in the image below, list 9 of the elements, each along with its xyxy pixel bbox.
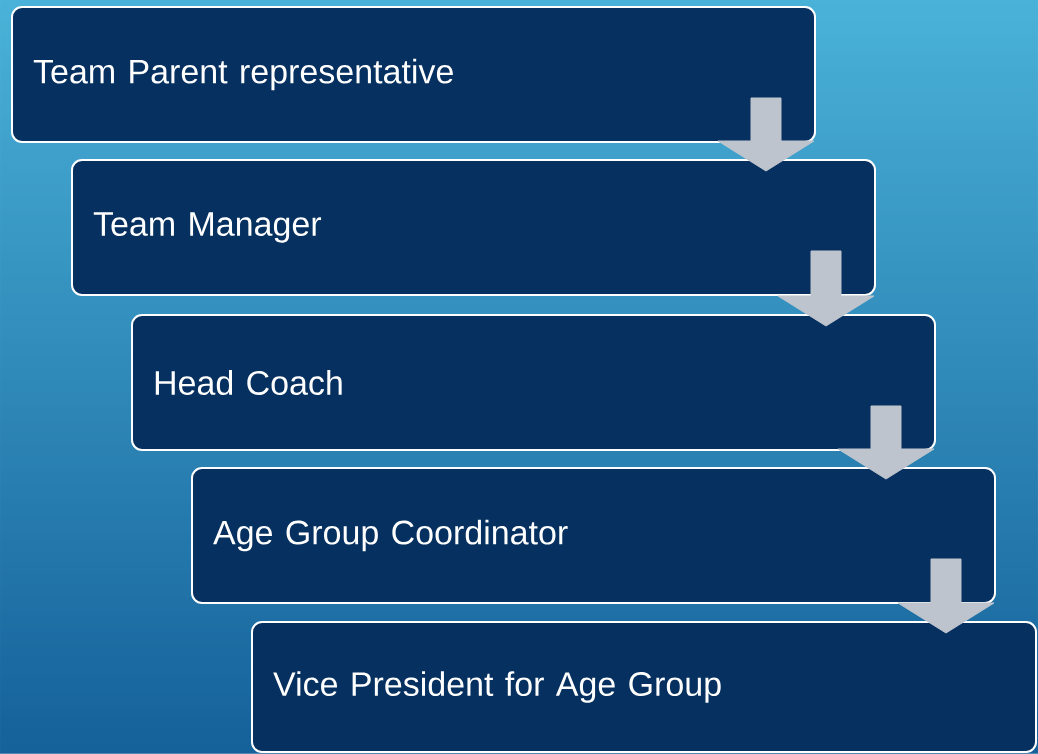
arrow	[717, 97, 815, 172]
arrow	[897, 558, 995, 634]
process-box: Team Parent representative	[11, 6, 816, 143]
arrow	[777, 250, 875, 327]
arrow	[837, 405, 935, 480]
process-box: Age Group Coordinator	[191, 467, 996, 604]
process-box: Head Coach	[131, 314, 936, 451]
process-box: Team Manager	[71, 159, 876, 296]
process-box: Vice President for Age Group	[251, 621, 1037, 753]
